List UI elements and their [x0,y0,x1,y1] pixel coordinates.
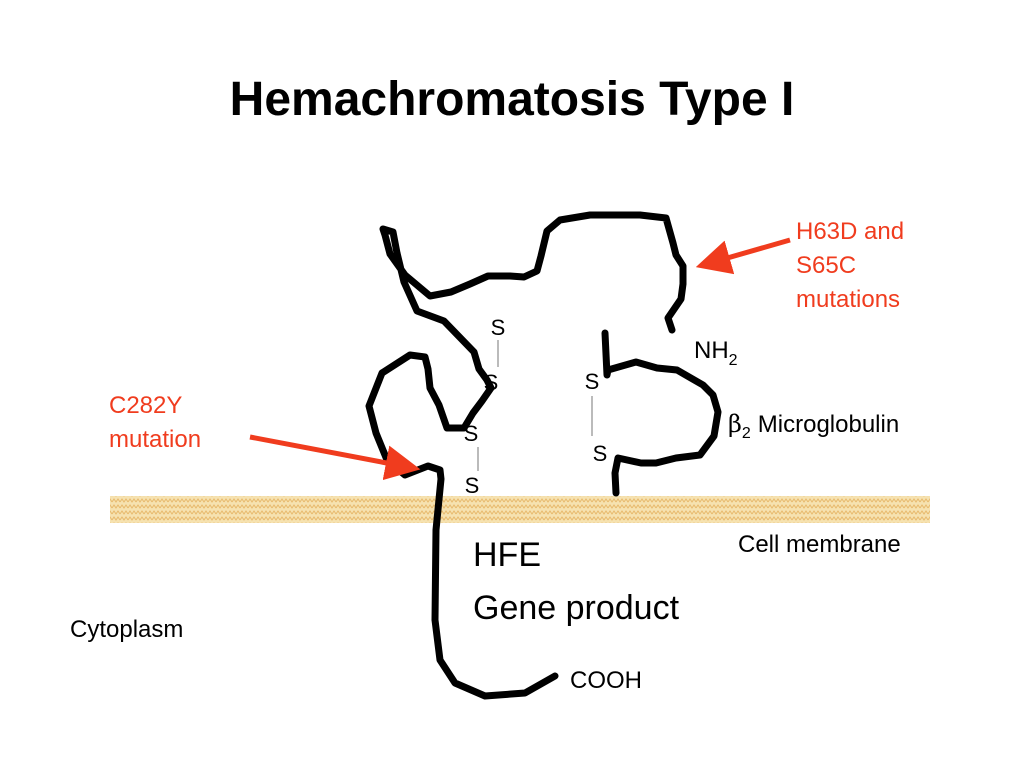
b2-microglobulin-label: β2 Microglobulin [728,410,899,442]
disulfide-s2-top: S [585,369,600,394]
h63d-line-3: mutations [796,286,900,313]
disulfide-s3-top: S [464,421,479,446]
h63d-line-2: S65C [796,252,856,279]
c282y-arrow [249,434,421,481]
h63d-line-1: H63D and [796,218,904,245]
nh2-subscript: 2 [729,352,738,369]
disulfide-s1-bottom: S [484,370,499,395]
h63d-mutation-label: H63D and S65C mutations [796,218,911,313]
hfe-label: HFE [473,536,541,574]
b2-microglobulin-chain [601,329,722,497]
c282y-mutation-label: C282Y mutation [109,392,201,453]
nh2-text: NH [694,337,729,364]
microglobulin-text: Microglobulin [758,411,899,438]
h63d-arrow [695,237,791,275]
cell-membrane-label: Cell membrane [738,531,901,558]
beta-subscript: 2 [742,425,751,442]
c282y-line-2: mutation [109,426,201,453]
disulfide-s3-bottom: S [465,473,480,498]
cytoplasm-label: Cytoplasm [70,616,183,643]
cell-membrane-band [110,496,930,523]
gene-product-label: Gene product [473,589,680,627]
beta-symbol: β [728,410,742,438]
disulfide-s1-top: S [491,315,506,340]
disulfide-s2-bottom: S [593,441,608,466]
c282y-line-1: C282Y [109,392,182,419]
page-title: Hemachromatosis Type I [230,73,795,126]
nh2-terminus-label: NH2 [694,337,738,369]
cooh-terminus-label: COOH [570,667,642,694]
